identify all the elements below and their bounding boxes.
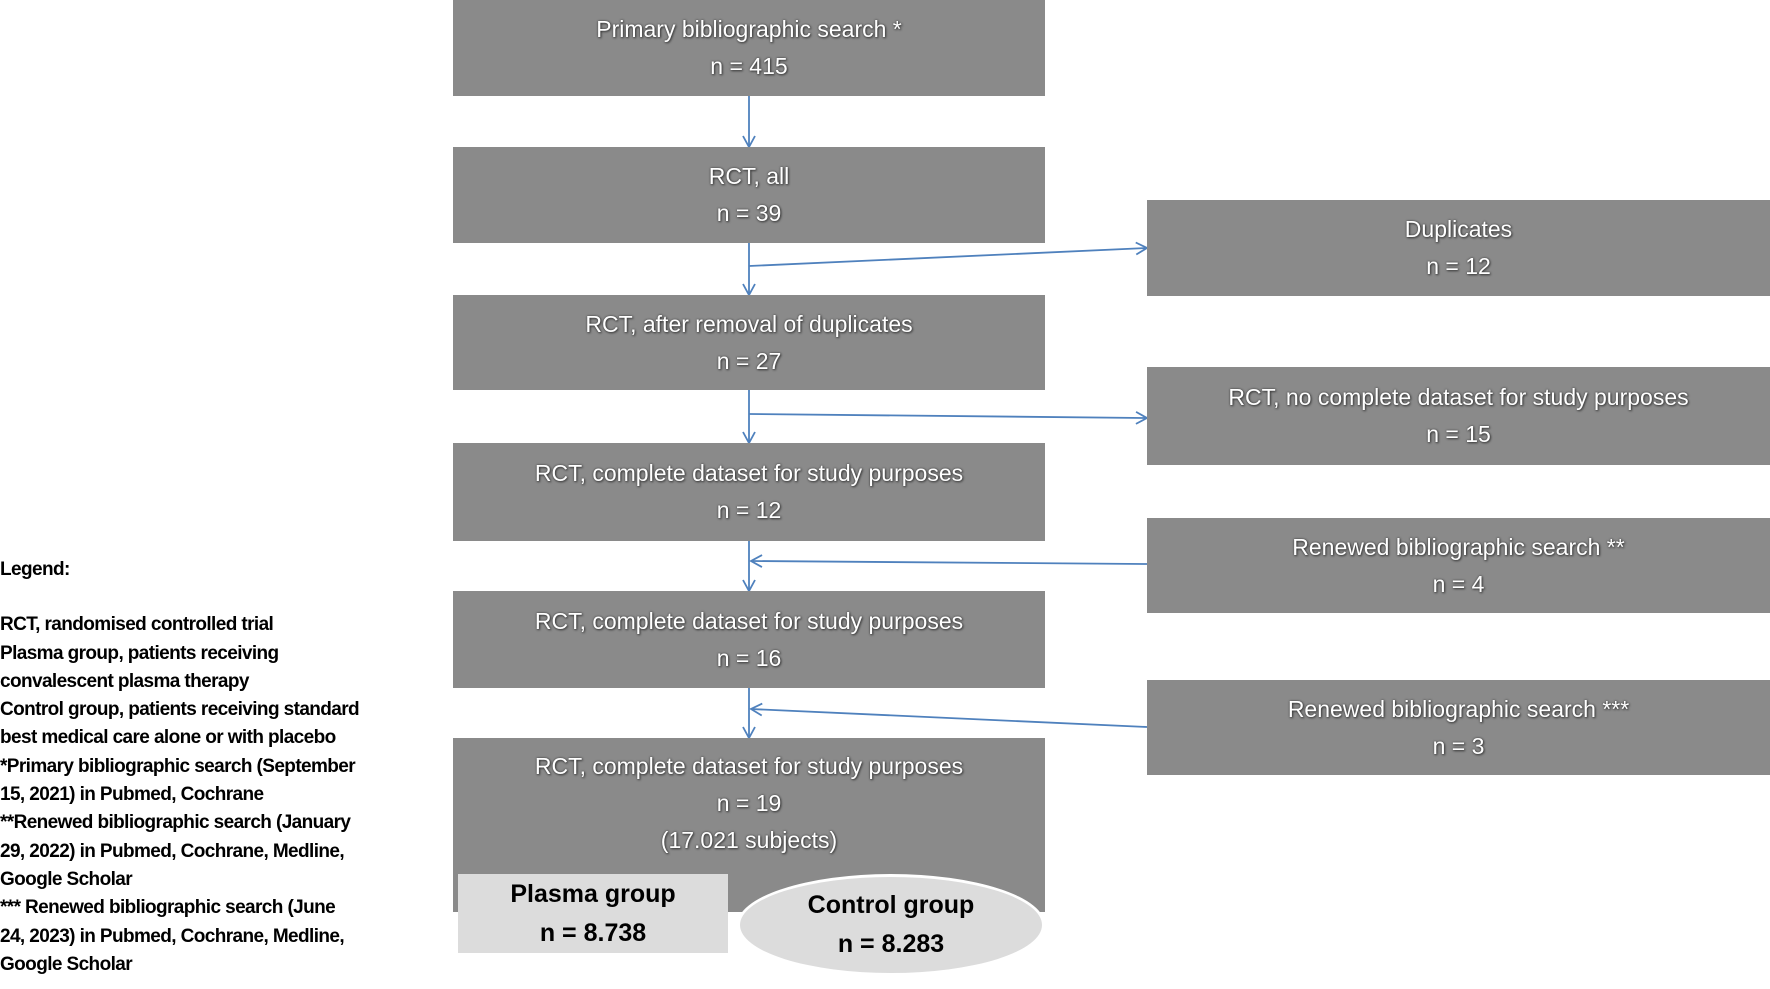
box-title: RCT, complete dataset for study purposes: [534, 607, 964, 634]
box-count: n = 415: [710, 53, 788, 79]
legend-line: Plasma group, patients receiving: [0, 642, 279, 664]
legend-line: 29, 2022) in Pubmed, Cochrane, Medline,: [0, 840, 345, 862]
arrow-from-renewed1: [749, 554, 1148, 568]
box-title: Duplicates: [1404, 216, 1513, 242]
box-count: n = 39: [716, 200, 782, 226]
box-renewed-search-2: Renewed bibliographic search *** n = 3: [1147, 680, 1770, 775]
legend-line: Control group, patients receiving standa…: [0, 699, 360, 721]
legend-line: 24, 2023) in Pubmed, Cochrane, Medline,: [0, 925, 345, 947]
box-primary-search: Primary bibliographic search * n = 415: [453, 0, 1045, 96]
plasma-group-box: Plasma group n = 8.738: [458, 874, 728, 953]
legend-line: convalescent plasma therapy: [0, 670, 249, 692]
box-title: RCT, after removal of duplicates: [585, 310, 913, 337]
group-count: n = 8.738: [539, 918, 647, 947]
legend-line: 15, 2021) in Pubmed, Cochrane: [0, 784, 264, 806]
box-count: n = 19: [716, 790, 782, 816]
arrow-from-renewed2: [749, 702, 1148, 728]
box-count: n = 12: [1426, 253, 1491, 279]
box-title: Primary bibliographic search *: [596, 16, 902, 42]
group-count: n = 8.283: [837, 930, 945, 958]
group-title: Plasma group: [510, 879, 676, 908]
group-title: Control group: [807, 891, 975, 919]
legend-title: Legend:: [0, 559, 70, 580]
legend-line: Google Scholar: [0, 868, 133, 890]
box-rct-complete-16: RCT, complete dataset for study purposes…: [453, 591, 1045, 688]
arrow-to-duplicates: [748, 241, 1149, 267]
box-count: n = 16: [716, 644, 782, 671]
box-title: Renewed bibliographic search ***: [1287, 695, 1630, 722]
box-count: n = 3: [1432, 732, 1485, 759]
arrow-to-incomplete: [748, 411, 1149, 425]
box-title: RCT, no complete dataset for study purpo…: [1228, 384, 1689, 410]
box-title: Renewed bibliographic search **: [1292, 533, 1625, 560]
box-duplicates: Duplicates n = 12: [1147, 200, 1770, 296]
legend-line: best medical care alone or with placebo: [0, 727, 336, 749]
box-rct-all: RCT, all n = 39: [453, 147, 1045, 243]
control-group-ellipse: Control group n = 8.283: [737, 874, 1045, 976]
box-count: n = 4: [1432, 570, 1485, 597]
box-incomplete-dataset: RCT, no complete dataset for study purpo…: [1147, 367, 1770, 465]
box-renewed-search-1: Renewed bibliographic search ** n = 4: [1147, 518, 1770, 613]
box-title: RCT, all: [708, 163, 790, 189]
legend-line: RCT, randomised controlled trial: [0, 614, 274, 636]
box-count: n = 15: [1426, 421, 1491, 447]
box-count: n = 27: [716, 347, 782, 374]
legend-line: **Renewed bibliographic search (January: [0, 812, 351, 834]
legend: Legend: RCT, randomised controlled trial…: [0, 559, 412, 979]
box-title: RCT, complete dataset for study purposes: [534, 460, 964, 486]
box-count: n = 12: [716, 497, 782, 523]
box-rct-after-duplicates: RCT, after removal of duplicates n = 27: [453, 295, 1045, 390]
box-subjects: (17.021 subjects): [660, 827, 838, 853]
box-title: RCT, complete dataset for study purposes: [534, 753, 964, 779]
legend-line: *** Renewed bibliographic search (June: [0, 897, 336, 919]
legend-line: *Primary bibliographic search (September: [0, 755, 356, 777]
legend-line: Google Scholar: [0, 953, 133, 975]
box-rct-complete-12: RCT, complete dataset for study purposes…: [453, 443, 1045, 541]
